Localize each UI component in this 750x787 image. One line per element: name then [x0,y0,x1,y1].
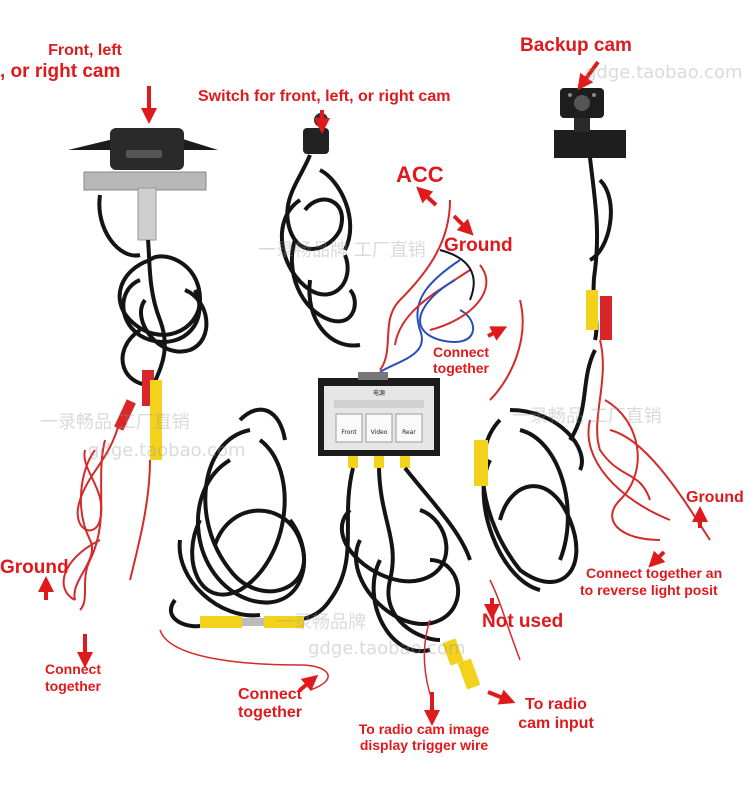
watermark: 一录畅品 工厂直销 [40,412,190,433]
watermark: gdge.taobao.com [308,638,466,659]
box-port-front: Front [341,429,357,436]
watermark: gdge.taobao.com [585,62,743,83]
left-red-wires [62,419,151,611]
control-box: 电源 Front Video Rear [318,372,440,468]
arrows [38,60,708,726]
center-red-wire [159,629,329,691]
label-front-cam-line1: Front, left [48,42,122,59]
right-red-wires [489,299,711,541]
power-wires [379,199,488,373]
label-ground-right: Ground [686,489,744,506]
arrow-connect-mid [298,674,319,692]
radio-rca [442,638,481,690]
arrow-connect-top [487,326,508,341]
arrow-ground-top [452,214,474,236]
label-acc: ACC [396,162,444,187]
box-port-rear: Rear [402,429,416,436]
label-connect-top-2: together [433,360,489,376]
watermark: 一录畅品 工厂直销 [512,406,662,427]
front-camera [68,128,218,241]
radio-trigger-wire [423,579,521,701]
label-not-used: Not used [482,611,564,632]
label-connect-mid-1: Connect [238,686,302,703]
watermark: gdge.taobao.com [88,440,246,461]
label-connect-left-2: together [45,678,101,694]
center-rca-connector [200,616,304,628]
label-radio-input-2: cam input [518,715,594,732]
label-connect-mid-2: together [238,704,302,721]
arrow-acc [416,186,438,207]
center-cable-coil [169,407,307,629]
label-switch: Switch for front, left, or right cam [198,88,451,105]
front-cam-rca [114,370,162,460]
label-backup-cam: Backup cam [520,35,632,56]
label-connect-right-1: Connect together an [586,565,723,581]
watermark: 一录畅品牌 [276,612,366,633]
label-radio-image-1: To radio cam image [358,721,490,737]
label-front-cam-line2: , or right cam [0,61,121,82]
watermark: 一录畅品牌 工厂直销 [258,240,426,261]
label-connect-left-1: Connect [45,661,101,677]
label-radio-input-1: To radio [525,696,587,713]
label-connect-right-2: to reverse light posit [580,582,718,598]
backup-cam-rca [474,290,612,486]
switch-module [303,113,329,154]
backup-camera [554,88,626,158]
arrow-radio-input [487,689,516,705]
arrow-backup-cam [577,60,600,91]
label-radio-image-2: display trigger wire [359,737,489,753]
switch-cable [279,154,361,348]
arrow-connect-right [648,550,666,568]
box-top-label: 电源 [373,389,385,397]
label-ground-left: Ground [0,557,69,578]
label-ground-top: Ground [444,235,513,256]
box-port-video: Video [371,429,388,436]
label-connect-top-1: Connect [433,344,489,360]
